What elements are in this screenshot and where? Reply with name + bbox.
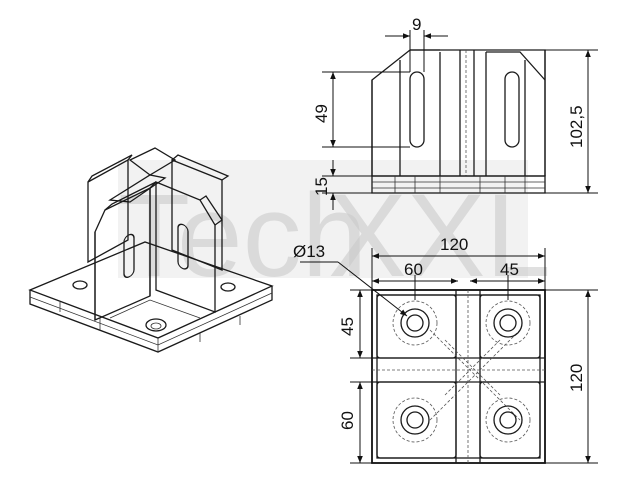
hole-bottom-left	[392, 397, 438, 443]
hole-bottom-right	[485, 397, 531, 443]
isometric-view	[28, 147, 274, 353]
dim-hole-spacing-y: 60	[338, 411, 357, 430]
dim-hole-spacing-x: 60	[404, 260, 423, 279]
dim-total-height: 102,5	[567, 105, 586, 148]
watermark-text-a: Tech	[118, 170, 367, 302]
watermark: Tech XXL	[118, 160, 551, 302]
dim-slot-height: 49	[312, 104, 331, 123]
hole-top-left	[392, 300, 438, 346]
dim-edge-hole-y: 45	[338, 317, 357, 336]
dim-hole-diameter: Ø13	[293, 242, 325, 261]
front-view: 9 49 15 102,5	[312, 15, 598, 210]
dim-top-width: 120	[440, 235, 468, 254]
dim-base-height: 15	[312, 177, 331, 196]
dim-top-height: 120	[567, 364, 586, 392]
top-view: Ø13 120 60 45 45 60 120	[293, 235, 598, 464]
hole-top-right	[485, 300, 531, 346]
dim-slot-width: 9	[412, 15, 421, 34]
dim-edge-hole-x: 45	[500, 260, 519, 279]
